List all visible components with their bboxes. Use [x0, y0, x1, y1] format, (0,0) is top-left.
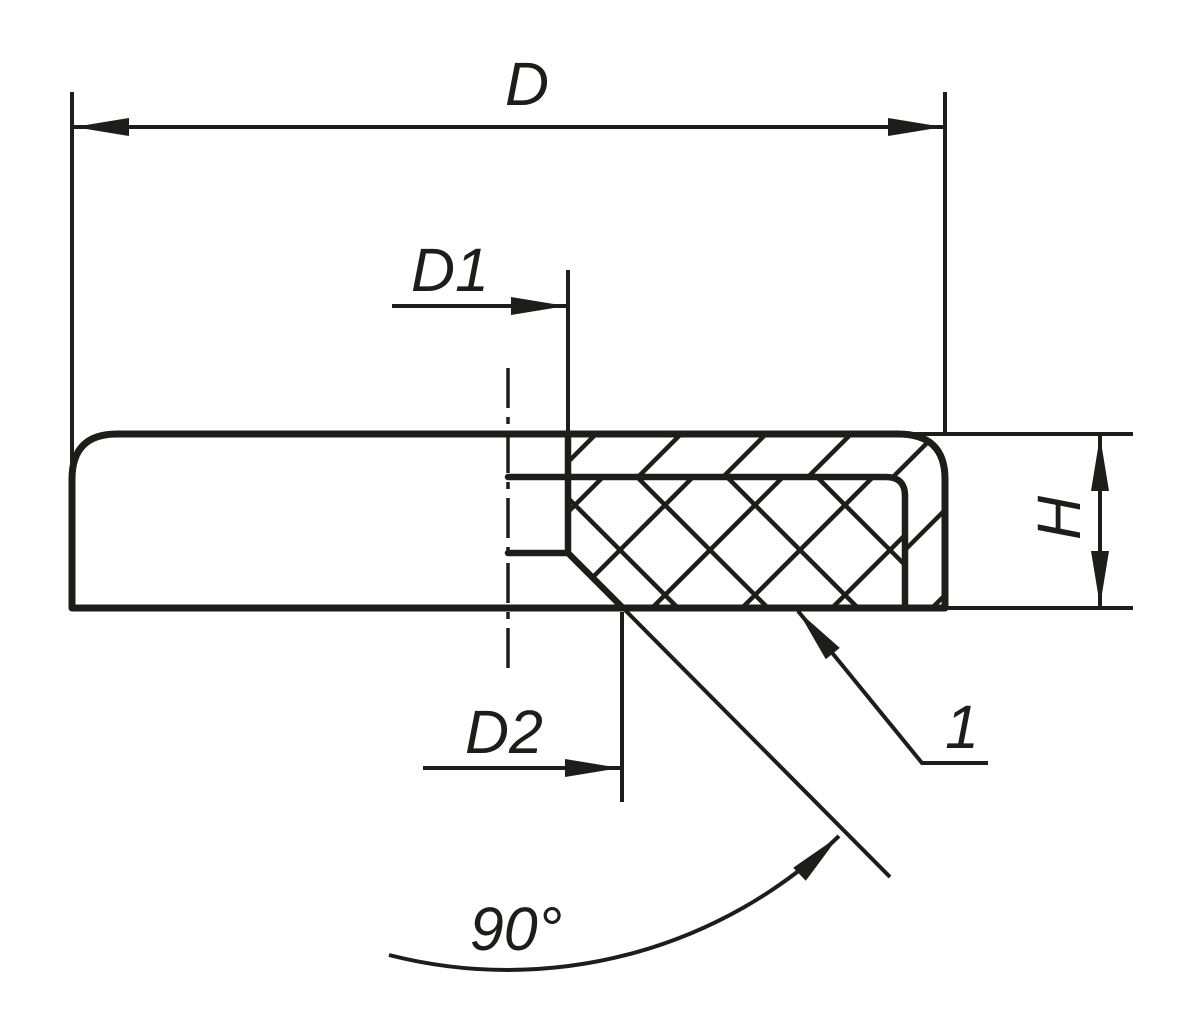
dimension-D1-label: D1 [411, 236, 489, 304]
bore-edges [504, 430, 627, 612]
dimension-D2-label: D2 [465, 698, 543, 766]
dimension-H: H [900, 432, 1133, 610]
arrowhead [888, 118, 943, 136]
arrowhead [798, 611, 840, 660]
part-outline [68, 430, 949, 612]
leader-1: 1 [796, 609, 988, 765]
dimension-D: D [70, 50, 947, 465]
dimension-H-label: H [1025, 495, 1093, 540]
dimension-D-label: D [505, 50, 549, 118]
magnet-pocket-edges [504, 473, 909, 612]
arrowhead [1091, 436, 1109, 491]
arrowhead [74, 118, 129, 136]
angle-label: 90° [470, 895, 562, 963]
magnet-crosshatch [568, 477, 905, 608]
dimension-angle: 90° [388, 606, 892, 972]
arrowhead [511, 297, 566, 315]
dimension-D2: D2 [423, 612, 624, 802]
dimension-D1: D1 [392, 236, 570, 432]
arrowhead [793, 836, 839, 881]
arrowhead [565, 759, 620, 777]
arrowhead [1091, 551, 1109, 606]
magnet-callout-label: 1 [945, 693, 979, 761]
